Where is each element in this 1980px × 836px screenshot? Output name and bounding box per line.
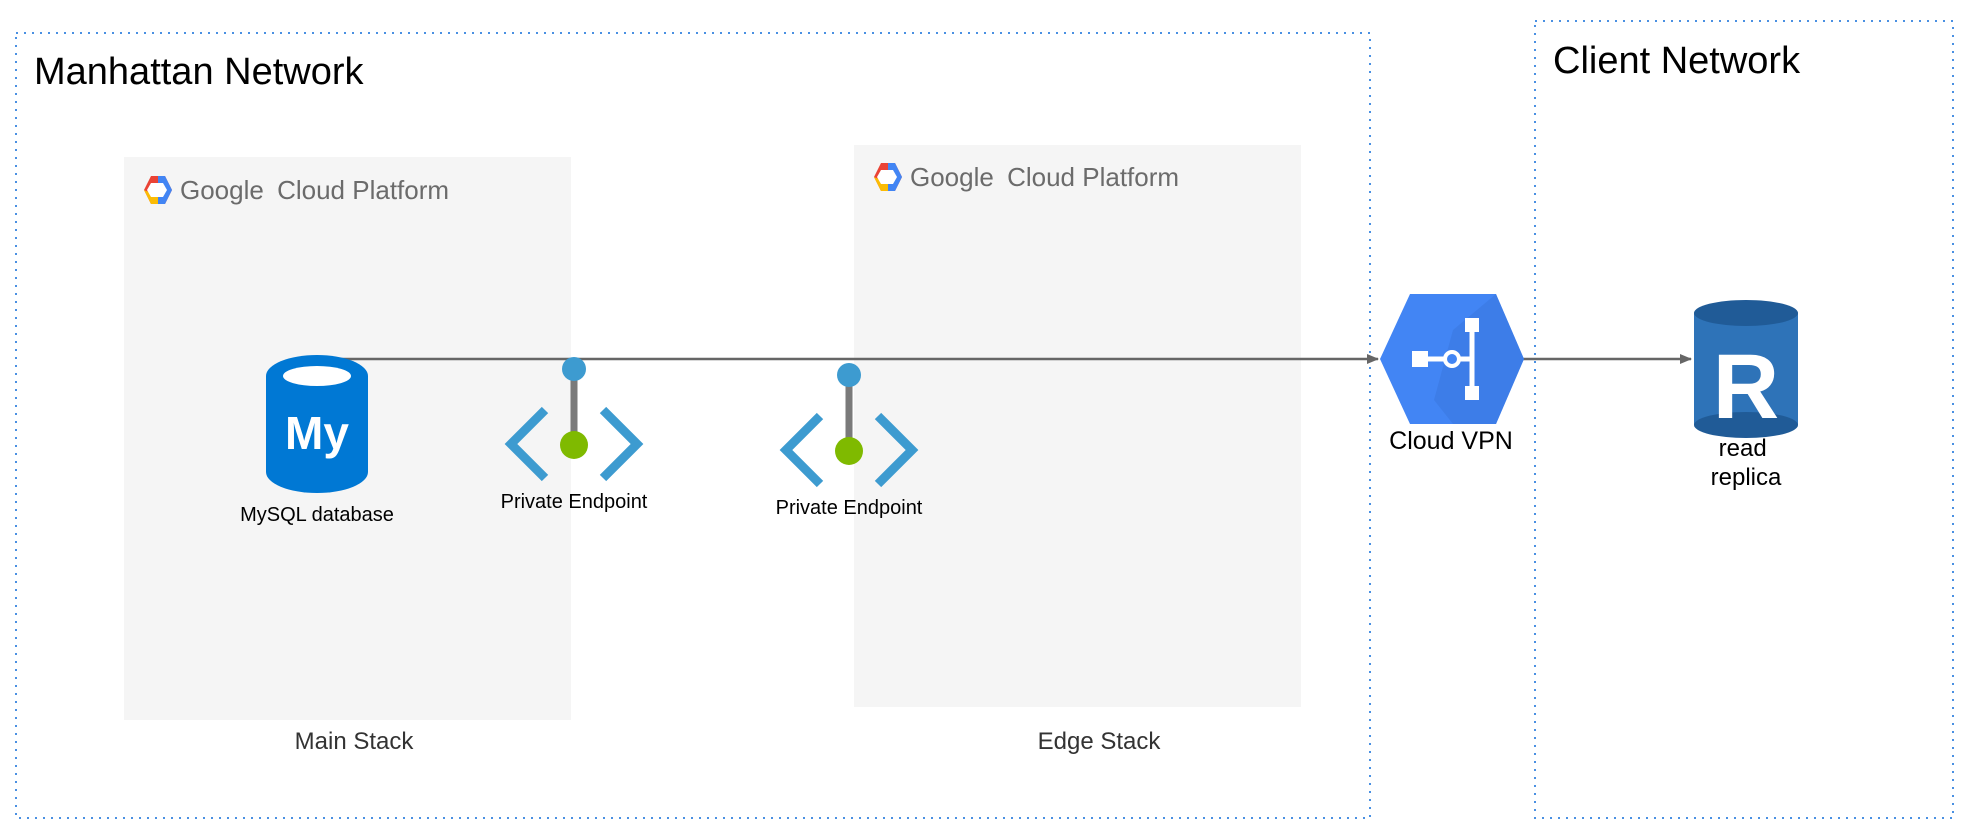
- edge-stack-panel: Google Cloud Platform Edge Stack: [854, 145, 1301, 755]
- read-replica-label-line2: replica: [1711, 464, 1782, 491]
- gcp-brand-text: Google: [910, 162, 994, 192]
- private-endpoint-icon: [779, 363, 919, 488]
- cloud-vpn-label: Cloud VPN: [1389, 427, 1513, 455]
- private-endpoint-edge-label: Private Endpoint: [776, 497, 923, 519]
- gcp-logo-icon: [144, 176, 172, 204]
- gcp-logo-icon: [874, 163, 902, 191]
- edge-stack-label: Edge Stack: [1038, 728, 1162, 755]
- read-replica-node[interactable]: R read replica: [1694, 300, 1798, 491]
- svg-text:Google Cloud Platform: Google Cloud Platform: [180, 175, 449, 205]
- manhattan-network-boundary: Manhattan Network: [15, 32, 1371, 819]
- mysql-database-label: MySQL database: [240, 504, 394, 526]
- replica-badge-text: R: [1713, 336, 1779, 438]
- manhattan-network-title: Manhattan Network: [34, 51, 364, 93]
- read-replica-label-line1: read: [1719, 435, 1767, 462]
- private-endpoint-edge-node[interactable]: Private Endpoint: [776, 363, 923, 519]
- gcp-product-text: Cloud Platform: [1007, 162, 1179, 192]
- read-replica-label: read replica: [1711, 435, 1782, 491]
- client-network-boundary: Client Network: [1534, 20, 1954, 819]
- mysql-database-node[interactable]: My MySQL database: [240, 355, 394, 526]
- private-endpoint-main-node[interactable]: Private Endpoint: [501, 357, 648, 513]
- cloud-vpn-icon: [1380, 294, 1524, 424]
- mysql-database-icon: My: [266, 355, 368, 493]
- private-endpoint-icon: [504, 357, 644, 482]
- private-endpoint-main-label: Private Endpoint: [501, 491, 648, 513]
- svg-text:Google Cloud Platform: Google Cloud Platform: [910, 162, 1179, 192]
- gcp-product-text: Cloud Platform: [277, 175, 449, 205]
- mysql-badge-text: My: [285, 407, 349, 459]
- gcp-brand-text: Google: [180, 175, 264, 205]
- main-stack-label: Main Stack: [295, 728, 415, 755]
- cloud-vpn-node[interactable]: Cloud VPN: [1380, 294, 1524, 455]
- read-replica-icon: R: [1694, 300, 1798, 438]
- client-network-title: Client Network: [1553, 40, 1801, 82]
